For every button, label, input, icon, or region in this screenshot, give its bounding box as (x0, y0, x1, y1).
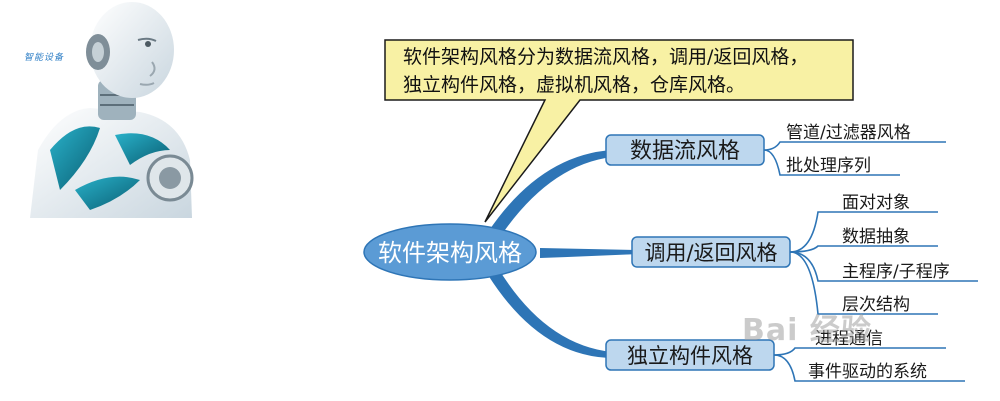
watermark-text: Bai 经验 (742, 313, 872, 348)
branch-independent-label: 独立构件风格 (627, 344, 753, 368)
robot-image (20, 0, 195, 218)
leaf-pipes-filters: 管道/过滤器风格 (786, 123, 911, 143)
watermark: Bai 经验 (742, 305, 872, 349)
leaf-data-abstraction: 数据抽象 (842, 227, 910, 247)
leaf-process-communication: 进程通信 (815, 329, 883, 349)
branch-dataflow-connectors (763, 141, 946, 176)
leaf-layered: 层次结构 (842, 295, 910, 315)
image-caption-text: 智能设备 (24, 53, 65, 63)
callout-line-1: 软件架构风格分为数据流风格，调用/返回风格， (403, 46, 809, 68)
root-node-shape (363, 223, 537, 281)
leaf-batch-sequence: 批处理序列 (786, 156, 871, 176)
branch-independent-connectors (773, 347, 965, 382)
branch-callreturn-label: 调用/返回风格 (644, 241, 777, 265)
connector-root-to-callreturn (540, 248, 638, 258)
leaf-object-oriented: 面对对象 (842, 193, 910, 213)
robot-illustration (30, 2, 194, 218)
branch-callreturn-connectors (789, 211, 978, 315)
connector-root-to-independent (488, 268, 612, 358)
callout-text: 软件架构风格分为数据流风格，调用/返回风格， 独立构件风格，虚拟机风格，仓库风格… (385, 40, 853, 100)
leaf-main-subprogram: 主程序/子程序 (842, 262, 950, 282)
callout-bubble (384, 39, 854, 223)
root-node-label: 软件架构风格 (378, 239, 522, 267)
leaf-event-driven: 事件驱动的系统 (808, 362, 927, 382)
callout-line-2: 独立构件风格，虚拟机风格，仓库风格。 (403, 74, 746, 96)
branch-dataflow-label: 数据流风格 (630, 139, 740, 164)
